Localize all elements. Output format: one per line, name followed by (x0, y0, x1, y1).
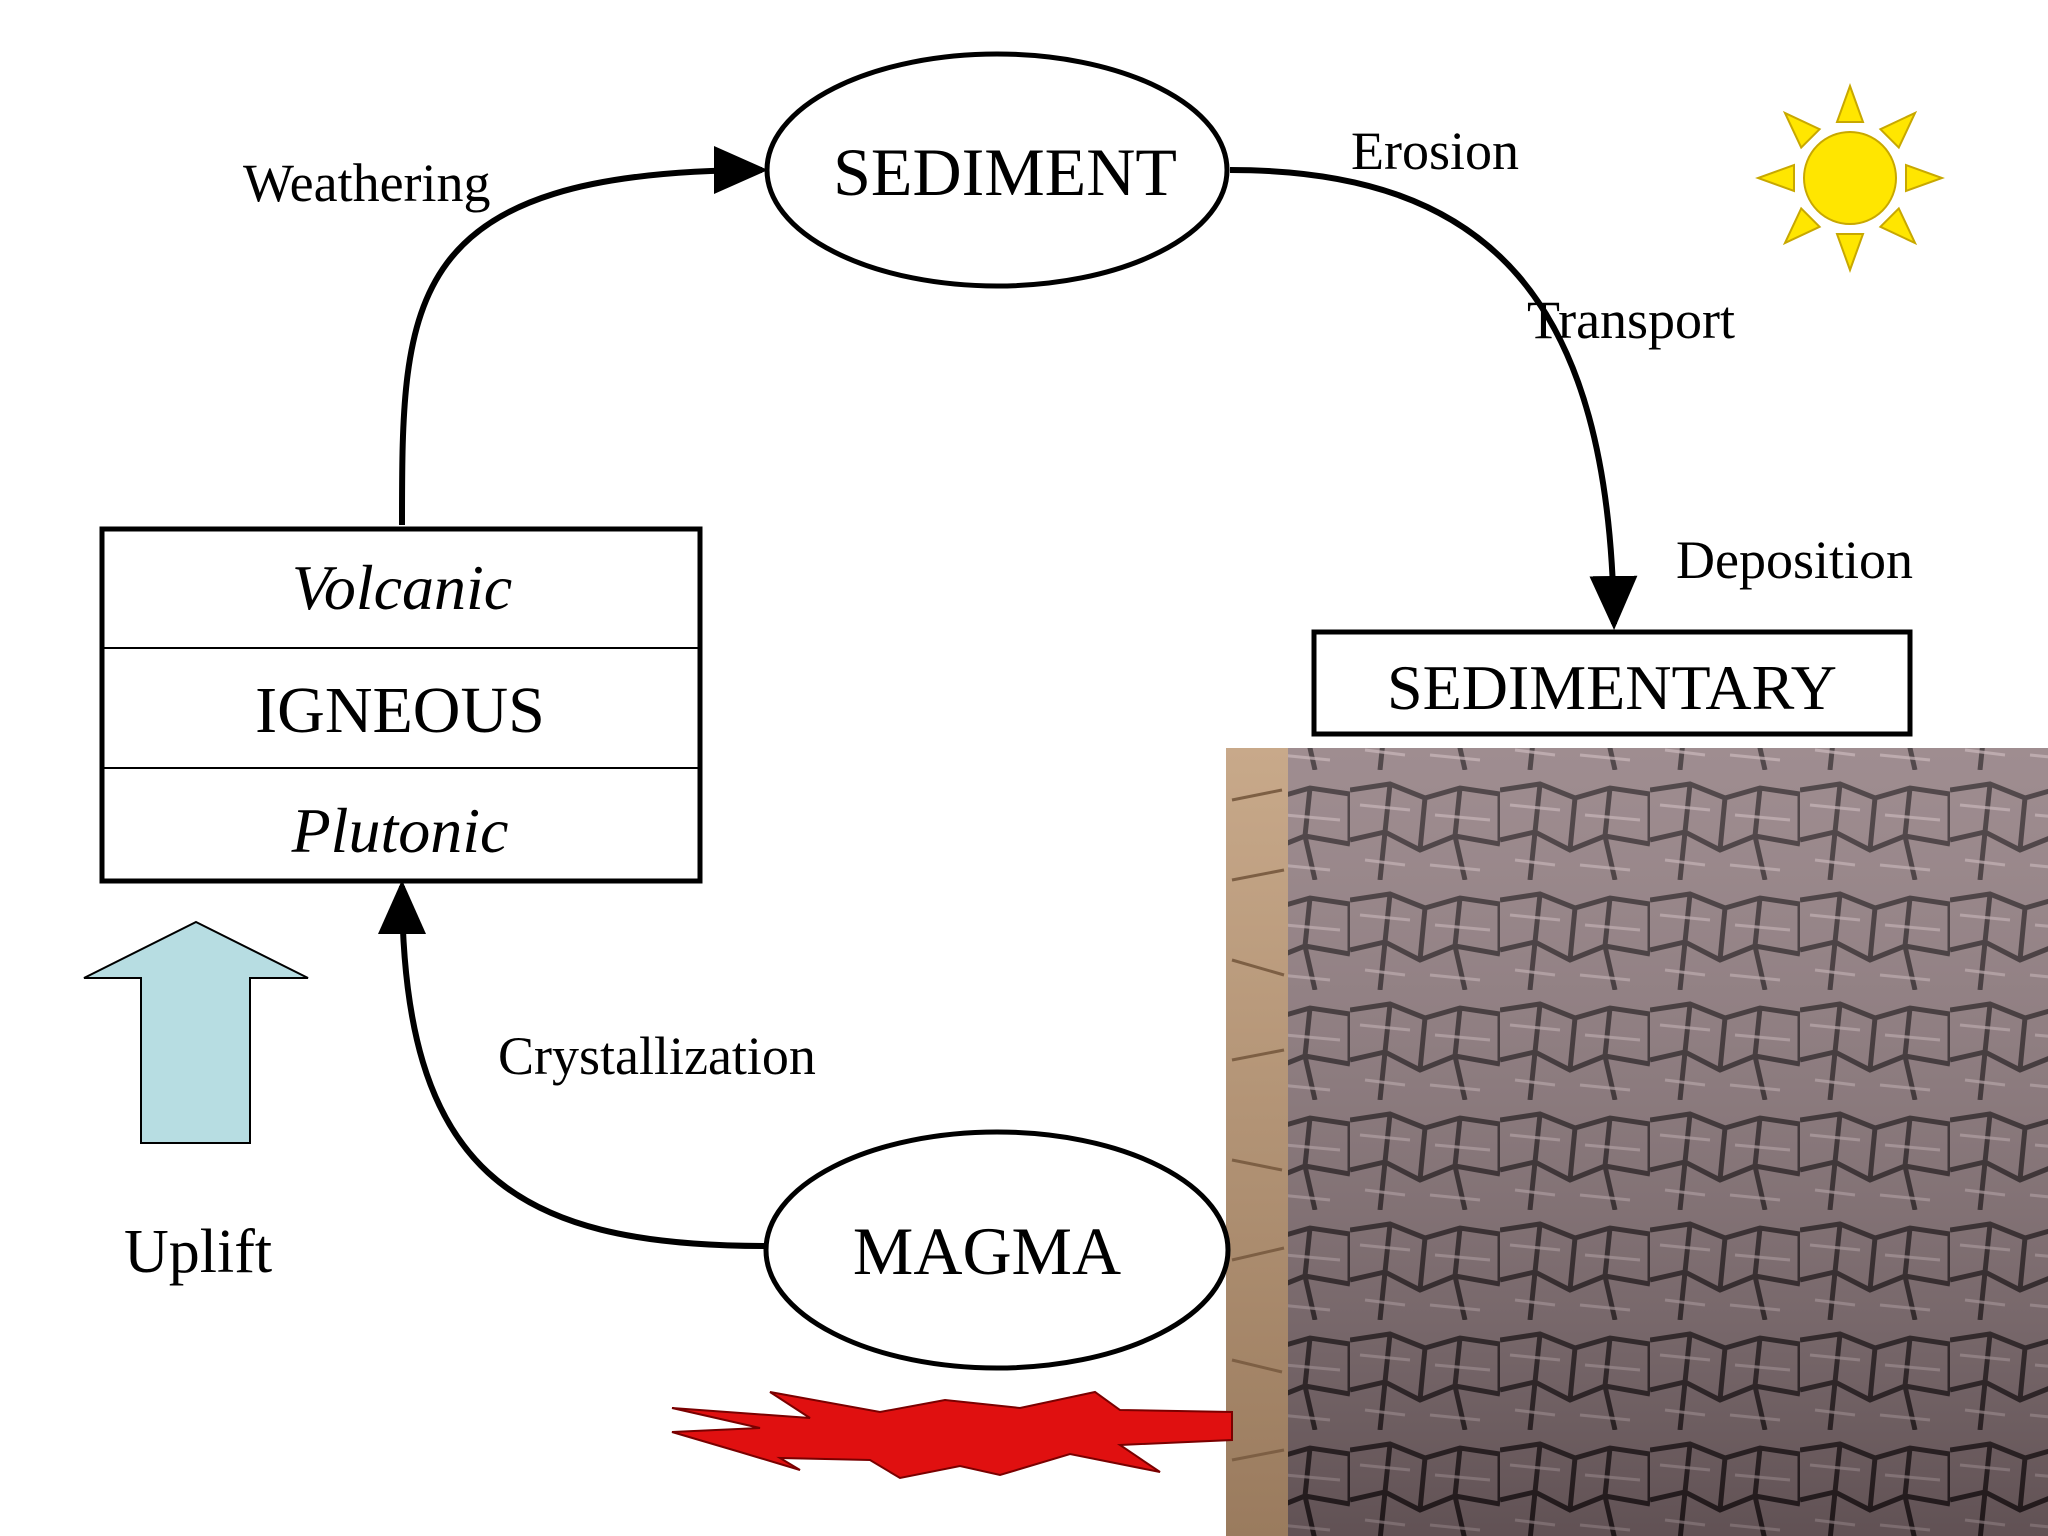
erosion-transport-arrow (1229, 167, 1638, 630)
crystallization-arrow (378, 880, 767, 1249)
crystallization-label: Crystallization (498, 1026, 816, 1086)
transport-label: Transport (1527, 290, 1735, 350)
weathering-label: Weathering (243, 153, 491, 213)
magma-node: MAGMA (763, 1129, 1231, 1371)
igneous-box: Volcanic IGNEOUS Plutonic (99, 526, 703, 884)
weathering-arrow (399, 146, 768, 526)
cracked-mud-photo (1226, 748, 2048, 1536)
sediment-node: SEDIMENT (764, 51, 1230, 289)
up-arrow-icon (83, 920, 309, 1144)
sedimentary-box: SEDIMENTARY (1311, 629, 1913, 737)
erosion-label: Erosion (1351, 121, 1519, 181)
volcanic-label: Volcanic (292, 552, 512, 623)
plutonic-label: Plutonic (291, 795, 509, 866)
sun-icon (1755, 83, 1945, 273)
heat-burst-icon (671, 1390, 1233, 1480)
igneous-label: IGNEOUS (255, 674, 545, 747)
sediment-label: SEDIMENT (833, 134, 1177, 210)
uplift-label: Uplift (124, 1218, 272, 1286)
deposition-label: Deposition (1676, 530, 1913, 590)
magma-label: MAGMA (853, 1213, 1121, 1289)
sedimentary-label: SEDIMENTARY (1387, 652, 1837, 723)
